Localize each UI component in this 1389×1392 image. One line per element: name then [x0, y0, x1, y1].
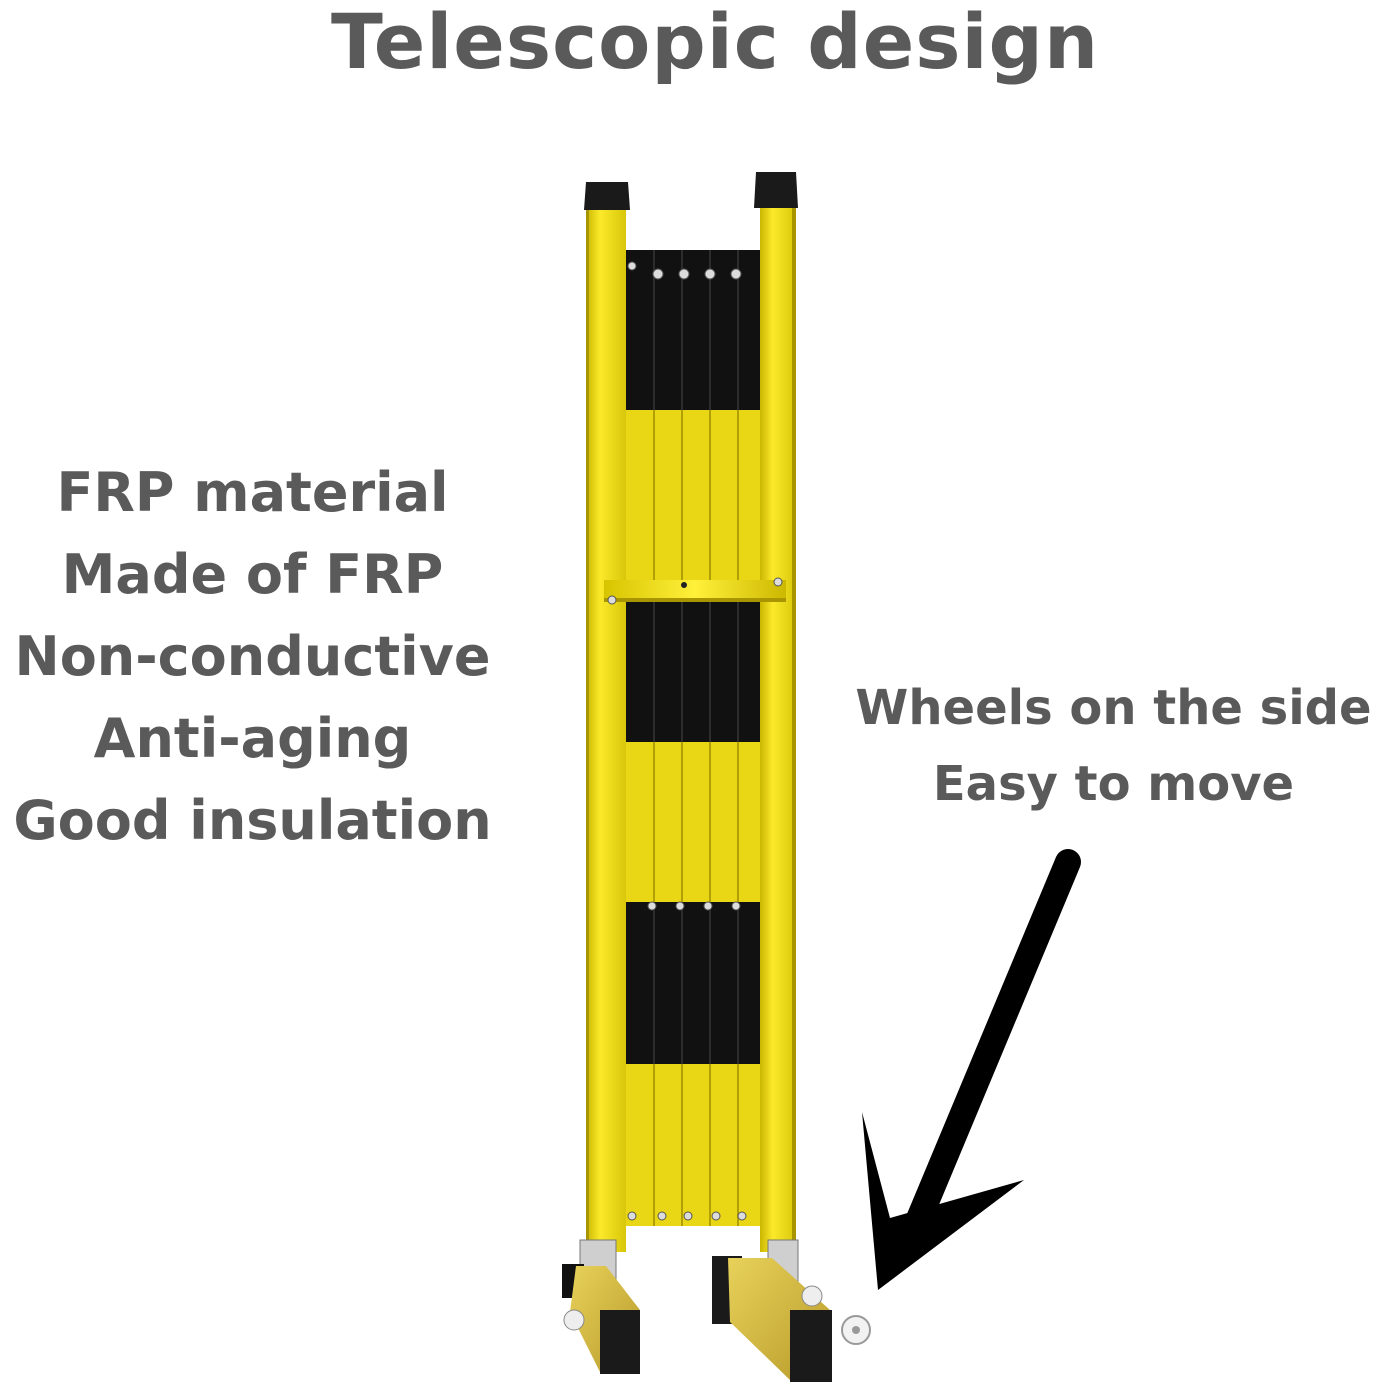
wheels-note-line: Wheels on the side — [855, 680, 1372, 736]
wheel-icon — [563, 1309, 585, 1331]
feature-list: FRP material Made of FRP Non-conductive … — [0, 452, 505, 862]
right-post — [754, 172, 798, 1252]
arrow-down-left-icon — [862, 849, 1081, 1290]
left-post — [584, 182, 630, 1252]
post-cap-icon — [584, 182, 630, 210]
wheels-note: Wheels on the side Easy to move — [838, 670, 1389, 822]
crossbar — [604, 577, 786, 605]
feature-item: Good insulation — [13, 789, 492, 852]
wheels-note-line: Easy to move — [932, 756, 1295, 812]
feature-item: Made of FRP — [61, 543, 444, 606]
wheel-icon — [801, 1285, 823, 1307]
post-cap-icon — [754, 172, 798, 208]
feature-item: Non-conductive — [14, 625, 491, 688]
telescopic-slats — [622, 250, 766, 1226]
page-title: Telescopic design — [330, 0, 1100, 86]
feature-item: Anti-aging — [93, 707, 412, 770]
left-foot — [562, 1264, 640, 1374]
right-foot — [712, 1256, 871, 1382]
feature-item: FRP material — [56, 461, 449, 524]
